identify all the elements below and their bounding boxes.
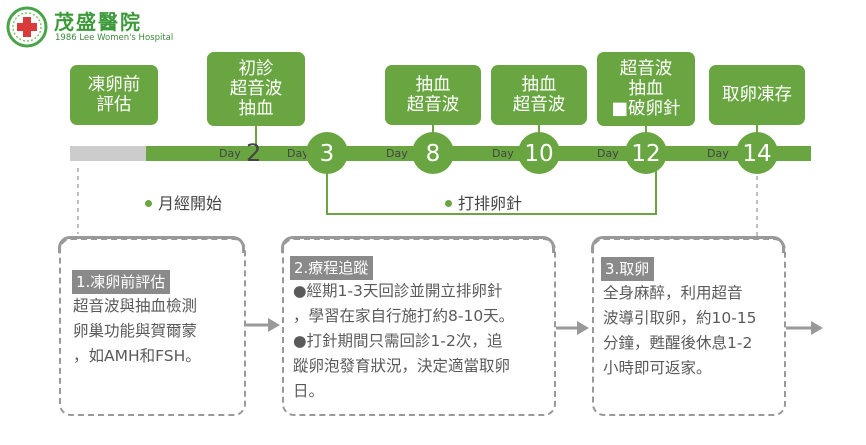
stage-box-day8: 抽血 超音波 <box>385 65 481 125</box>
day-prefix-label: Day <box>386 147 408 160</box>
card-title-egg-retrieval: 3.取卵 <box>601 257 655 281</box>
card-line: 小時即可返家。 <box>603 359 712 377</box>
day-node-3: 3 <box>306 132 348 174</box>
card-top-border <box>591 236 785 253</box>
card-line: 卵巢功能與賀爾蒙 <box>73 322 198 340</box>
day-node-10: 10 <box>518 132 560 174</box>
phase-injection: 打排卵針 <box>445 190 522 214</box>
day-prefix-label: Day <box>597 147 619 160</box>
card-top-border <box>58 236 245 253</box>
day-node-12: 12 <box>625 132 667 174</box>
stage-box-day12: 超音波 抽血 ■破卵針 <box>597 52 695 126</box>
stage-label: 凍卵前 評估 <box>87 75 141 115</box>
day-prefix-label: Day <box>492 147 514 160</box>
card-line: 超音波與抽血檢測 <box>73 297 198 315</box>
timeline-pre-cycle <box>70 146 146 161</box>
stage-box-day14: 取卵凍存 <box>709 65 805 125</box>
card-top-border <box>281 236 555 253</box>
stage-box-pre-freeze-eval: 凍卵前 評估 <box>70 65 158 125</box>
stage-label: 超音波 抽血 ■破卵針 <box>611 59 681 119</box>
hospital-name: 茂盛醫院 <box>54 10 142 34</box>
hospital-emblem-icon <box>6 6 48 48</box>
stage-label: 抽血 超音波 <box>406 75 460 115</box>
card-line: ●經期1-3天回診並開立排卵針 <box>293 282 503 300</box>
bullet-icon <box>145 200 152 207</box>
card-line: 全身麻醉，利用超音 <box>603 284 743 302</box>
day-prefix-label: Day <box>287 147 309 160</box>
stage-label: 初診 超音波 抽血 <box>229 59 283 119</box>
stage-box-day2: 初診 超音波 抽血 <box>207 52 305 126</box>
day-prefix-label: Day <box>707 147 729 160</box>
stage-label: 抽血 超音波 <box>512 75 566 115</box>
hospital-logo: 茂盛醫院 1986 Lee Women's Hospital <box>4 4 184 48</box>
stage-box-day10: 抽血 超音波 <box>491 65 587 125</box>
arrow-head-1 <box>268 318 280 332</box>
phase-cycle-start: 月經開始 <box>145 190 222 214</box>
hospital-subtitle: 1986 Lee Women's Hospital <box>55 33 174 43</box>
day-node-14: 14 <box>736 132 778 174</box>
arrow-head-2 <box>577 321 589 335</box>
card-line: 蹤卵泡發育狀況，決定適當取卵 <box>293 357 511 375</box>
stage-label: 取卵凍存 <box>722 85 792 105</box>
card-title-pre-freeze-eval: 1.凍卵前評估 <box>72 270 171 294</box>
injection-bracket <box>326 162 657 215</box>
day-prefix-label: Day <box>219 147 241 160</box>
day-node-8: 8 <box>412 132 454 174</box>
card-line: 波導引取卵，約10-15 <box>603 309 757 327</box>
day-number-2: 2 <box>246 139 262 167</box>
bullet-icon <box>445 200 452 207</box>
card-line: ●打針期間只需回診1-2次，追 <box>293 332 503 350</box>
card-pre-freeze-eval <box>59 238 246 416</box>
card-line: 分鐘，甦醒後休息1-2 <box>603 334 753 352</box>
card-line: 日。 <box>293 382 325 400</box>
card-title-treatment-tracking: 2.療程追蹤 <box>290 256 374 280</box>
card-line: ，學習在家自行施打約8-10天。 <box>293 307 515 325</box>
arrow-head-3 <box>811 321 823 335</box>
card-line: ，如AMH和FSH。 <box>73 347 201 365</box>
